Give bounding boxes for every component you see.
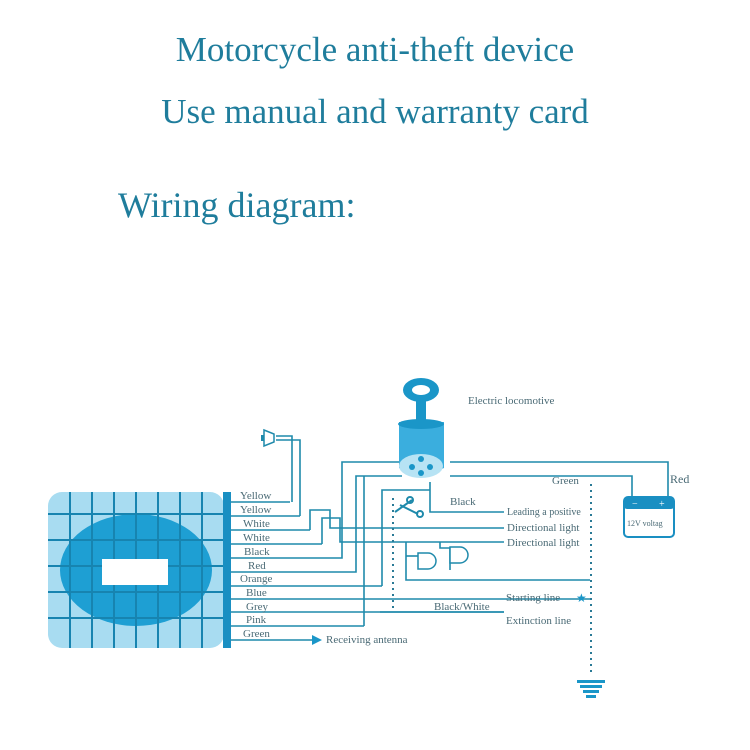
unit-display bbox=[102, 559, 168, 585]
svg-text:White: White bbox=[243, 518, 270, 530]
ground-icon bbox=[577, 680, 605, 698]
svg-text:Grey: Grey bbox=[246, 601, 268, 613]
alarm-unit bbox=[48, 492, 231, 648]
svg-text:Black: Black bbox=[244, 546, 270, 558]
svg-text:Receiving antenna: Receiving antenna bbox=[326, 634, 408, 646]
ignition-switch-icon bbox=[398, 378, 444, 478]
svg-text:White: White bbox=[243, 532, 270, 544]
svg-text:Red: Red bbox=[248, 560, 266, 572]
horn-icon bbox=[261, 428, 275, 448]
svg-text:Red: Red bbox=[670, 472, 689, 486]
svg-text:Directional light: Directional light bbox=[507, 537, 579, 549]
connector-bar bbox=[223, 492, 231, 648]
svg-text:Yellow: Yellow bbox=[240, 490, 271, 502]
battery-icon: − + 12V voltag bbox=[623, 496, 675, 538]
title-line-1: Motorcycle anti-theft device bbox=[175, 30, 575, 69]
svg-text:Starting line: Starting line bbox=[506, 592, 560, 604]
svg-text:Leading a positive: Leading a positive bbox=[507, 507, 581, 518]
svg-text:Yellow: Yellow bbox=[240, 504, 271, 516]
antenna-arrow-icon bbox=[312, 635, 322, 645]
svg-text:Directional light: Directional light bbox=[507, 522, 579, 534]
svg-text:Black/White: Black/White bbox=[434, 601, 490, 613]
svg-text:−: − bbox=[632, 499, 638, 510]
title-line-2: Use manual and warranty card bbox=[161, 92, 589, 131]
star-icon: ★ bbox=[576, 591, 587, 605]
svg-text:Green: Green bbox=[243, 628, 270, 640]
svg-text:Pink: Pink bbox=[246, 614, 267, 626]
svg-text:12V voltag: 12V voltag bbox=[627, 519, 663, 528]
svg-text:Black: Black bbox=[450, 496, 476, 508]
svg-text:Extinction line: Extinction line bbox=[506, 615, 571, 627]
svg-text:Green: Green bbox=[552, 475, 579, 487]
section-heading: Wiring diagram: bbox=[118, 185, 356, 225]
svg-text:Orange: Orange bbox=[240, 573, 272, 585]
svg-text:+: + bbox=[659, 499, 665, 510]
right-labels: Electric locomotive Green Red Black Lead… bbox=[326, 395, 689, 646]
svg-text:Electric locomotive: Electric locomotive bbox=[468, 395, 555, 407]
wire-labels: Yellow Yellow White White Black Red Oran… bbox=[240, 490, 272, 640]
relay-icons bbox=[417, 546, 469, 570]
scissors-icon bbox=[394, 496, 424, 518]
svg-text:Blue: Blue bbox=[246, 587, 267, 599]
